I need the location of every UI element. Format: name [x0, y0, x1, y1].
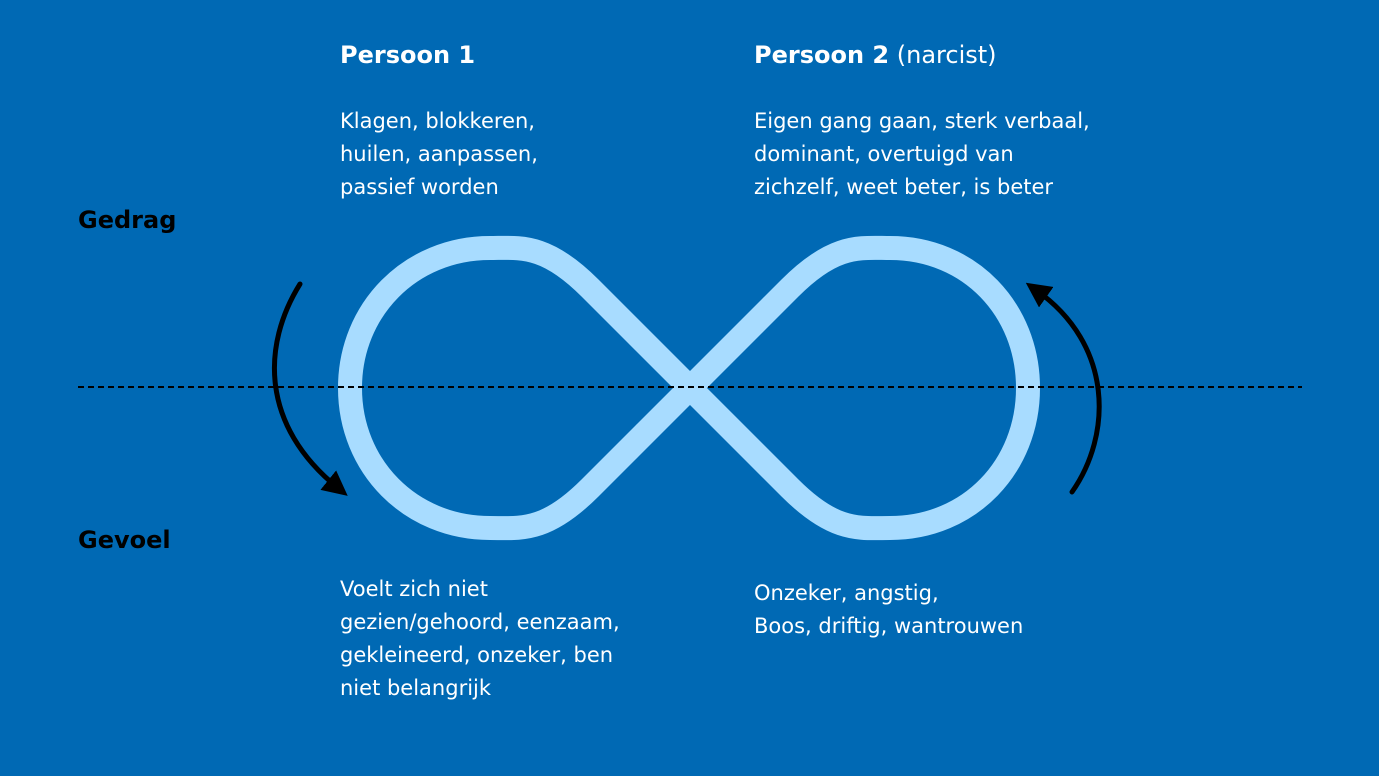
person2-behavior-line: dominant, overtuigd van	[754, 142, 1014, 166]
person1-title-text: Persoon 1	[340, 41, 476, 69]
person2-title: Persoon 2 (narcist)	[754, 40, 997, 70]
person1-feeling-line: gezien/gehoord, eenzaam,	[340, 610, 620, 634]
person2-feeling-line: Boos, driftig, wantrouwen	[754, 614, 1024, 638]
person1-behavior-line: passief worden	[340, 175, 499, 199]
person2-behavior-line: Eigen gang gaan, sterk verbaal,	[754, 109, 1090, 133]
label-gevoel: Gevoel	[78, 526, 171, 554]
person1-feeling: Voelt zich niet gezien/gehoord, eenzaam,…	[340, 573, 720, 705]
arrow-down-left	[271, 281, 348, 496]
person2-feeling: Onzeker, angstig, Boos, driftig, wantrou…	[754, 577, 1134, 643]
person1-title: Persoon 1	[340, 40, 475, 70]
person1-behavior-line: huilen, aanpassen,	[340, 142, 538, 166]
person1-feeling-line: gekleineerd, onzeker, ben	[340, 643, 614, 667]
arrow-up-right	[1025, 282, 1102, 495]
person2-title-text: Persoon 2	[754, 41, 890, 69]
person1-feeling-line: Voelt zich niet	[340, 577, 488, 601]
person2-behavior: Eigen gang gaan, sterk verbaal, dominant…	[754, 105, 1174, 204]
person2-feeling-line: Onzeker, angstig,	[754, 581, 939, 605]
person2-subtitle: (narcist)	[896, 41, 997, 69]
person1-behavior-line: Klagen, blokkeren,	[340, 109, 535, 133]
person1-behavior: Klagen, blokkeren, huilen, aanpassen, pa…	[340, 105, 720, 204]
label-gedrag: Gedrag	[78, 206, 177, 234]
person1-feeling-line: niet belangrijk	[340, 676, 492, 700]
person2-behavior-line: zichzelf, weet beter, is beter	[754, 175, 1054, 199]
